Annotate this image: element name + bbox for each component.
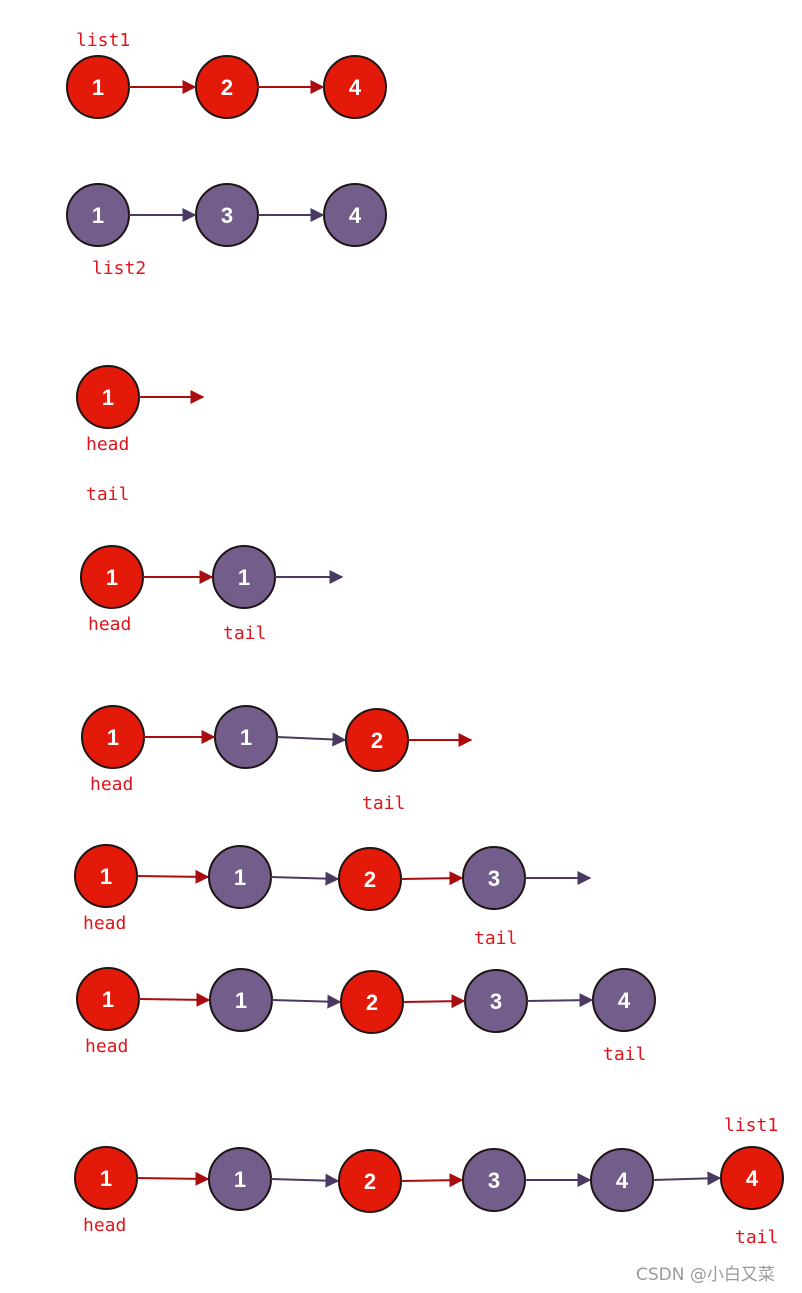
tail-label: tail — [223, 623, 266, 644]
node-value: 1 — [92, 75, 104, 100]
list-node: 4 — [592, 968, 656, 1032]
head-label: head — [83, 913, 126, 934]
tail-label: tail — [603, 1044, 646, 1065]
node-value: 1 — [92, 203, 104, 228]
tail-label: tail — [474, 928, 517, 949]
list-node: 1 — [76, 365, 140, 429]
node-value: 3 — [488, 866, 500, 891]
list-node: 1 — [80, 545, 144, 609]
node-value: 3 — [490, 989, 502, 1014]
next-arrow — [270, 1173, 340, 1188]
node-value: 2 — [364, 1169, 376, 1194]
node-value: 3 — [221, 203, 233, 228]
tail-label: tail — [735, 1227, 778, 1248]
list-node: 1 — [212, 545, 276, 609]
next-arrow — [136, 1171, 210, 1186]
diagram-step-5: 1 1 2 3 4 head tail — [76, 967, 656, 1065]
node-value: 1 — [102, 987, 114, 1012]
node-value: 1 — [102, 385, 114, 410]
list-node: 4 — [323, 183, 387, 247]
list-node: 1 — [76, 967, 140, 1031]
node-value: 1 — [235, 988, 247, 1013]
list-node: 1 — [208, 845, 272, 909]
list-node: 2 — [195, 55, 259, 119]
node-value: 4 — [349, 203, 362, 228]
head-label: head — [83, 1215, 126, 1236]
diagram-list1: 1 2 4 list1 — [66, 30, 387, 119]
next-arrow — [270, 871, 340, 886]
list-node: 2 — [340, 970, 404, 1034]
node-value: 1 — [106, 565, 118, 590]
list-node: 1 — [66, 55, 130, 119]
list-node: 1 — [214, 705, 278, 769]
node-value: 1 — [107, 725, 119, 750]
node-value: 1 — [238, 565, 250, 590]
diagram-list2: 1 3 4 list2 — [66, 183, 387, 279]
list-node: 3 — [195, 183, 259, 247]
diagram-step-2: 1 1 head tail — [80, 545, 276, 644]
node-value: 1 — [234, 1167, 246, 1192]
diagram-step-4: 1 1 2 3 head tail — [74, 844, 526, 949]
node-value: 1 — [240, 725, 252, 750]
node-value: 2 — [221, 75, 233, 100]
node-value: 2 — [364, 867, 376, 892]
watermark: CSDN @小白又菜 — [636, 1265, 775, 1285]
next-arrow — [276, 732, 347, 747]
node-value: 1 — [234, 865, 246, 890]
node-value: 4 — [616, 1168, 629, 1193]
node-value: 4 — [746, 1166, 759, 1191]
next-arrow — [136, 869, 210, 884]
list-node: 3 — [464, 969, 528, 1033]
next-arrow — [138, 992, 211, 1007]
node-value: 4 — [349, 75, 362, 100]
list-node: 1 — [209, 968, 273, 1032]
list2-label: list2 — [92, 258, 146, 279]
next-arrow — [400, 871, 464, 886]
list-node: 1 — [74, 844, 138, 908]
node-value: 3 — [488, 1168, 500, 1193]
list-node: 4 — [323, 55, 387, 119]
next-arrow — [400, 1173, 464, 1188]
node-value: 1 — [100, 1166, 112, 1191]
next-arrow — [402, 994, 466, 1009]
head-label: head — [86, 434, 129, 455]
diagram-step-6: 1 1 2 3 4 4 list1 head tail — [74, 1115, 784, 1248]
list-node: 1 — [74, 1146, 138, 1210]
list1-label: list1 — [76, 30, 130, 51]
list-node: 1 — [81, 705, 145, 769]
list-node: 3 — [462, 1148, 526, 1212]
head-label: head — [88, 614, 131, 635]
node-value: 1 — [100, 864, 112, 889]
list-node: 1 — [66, 183, 130, 247]
list-node: 2 — [338, 1149, 402, 1213]
head-label: head — [90, 774, 133, 795]
list-node: 3 — [462, 846, 526, 910]
node-value: 2 — [371, 728, 383, 753]
diagram-step-1: 1 head tail — [76, 365, 140, 505]
next-arrow — [526, 993, 594, 1008]
tail-label: tail — [362, 793, 405, 814]
list-node: 2 — [345, 708, 409, 772]
list-node: 1 — [208, 1147, 272, 1211]
next-arrow — [652, 1171, 722, 1186]
head-label: head — [85, 1036, 128, 1057]
next-arrow — [271, 994, 342, 1009]
list-node: 4 — [720, 1146, 784, 1210]
tail-label: tail — [86, 484, 129, 505]
list1-label: list1 — [724, 1115, 778, 1136]
diagram-step-3: 1 1 2 head tail — [81, 705, 409, 814]
node-value: 4 — [618, 988, 631, 1013]
list-node: 2 — [338, 847, 402, 911]
list-node: 4 — [590, 1148, 654, 1212]
node-value: 2 — [366, 990, 378, 1015]
